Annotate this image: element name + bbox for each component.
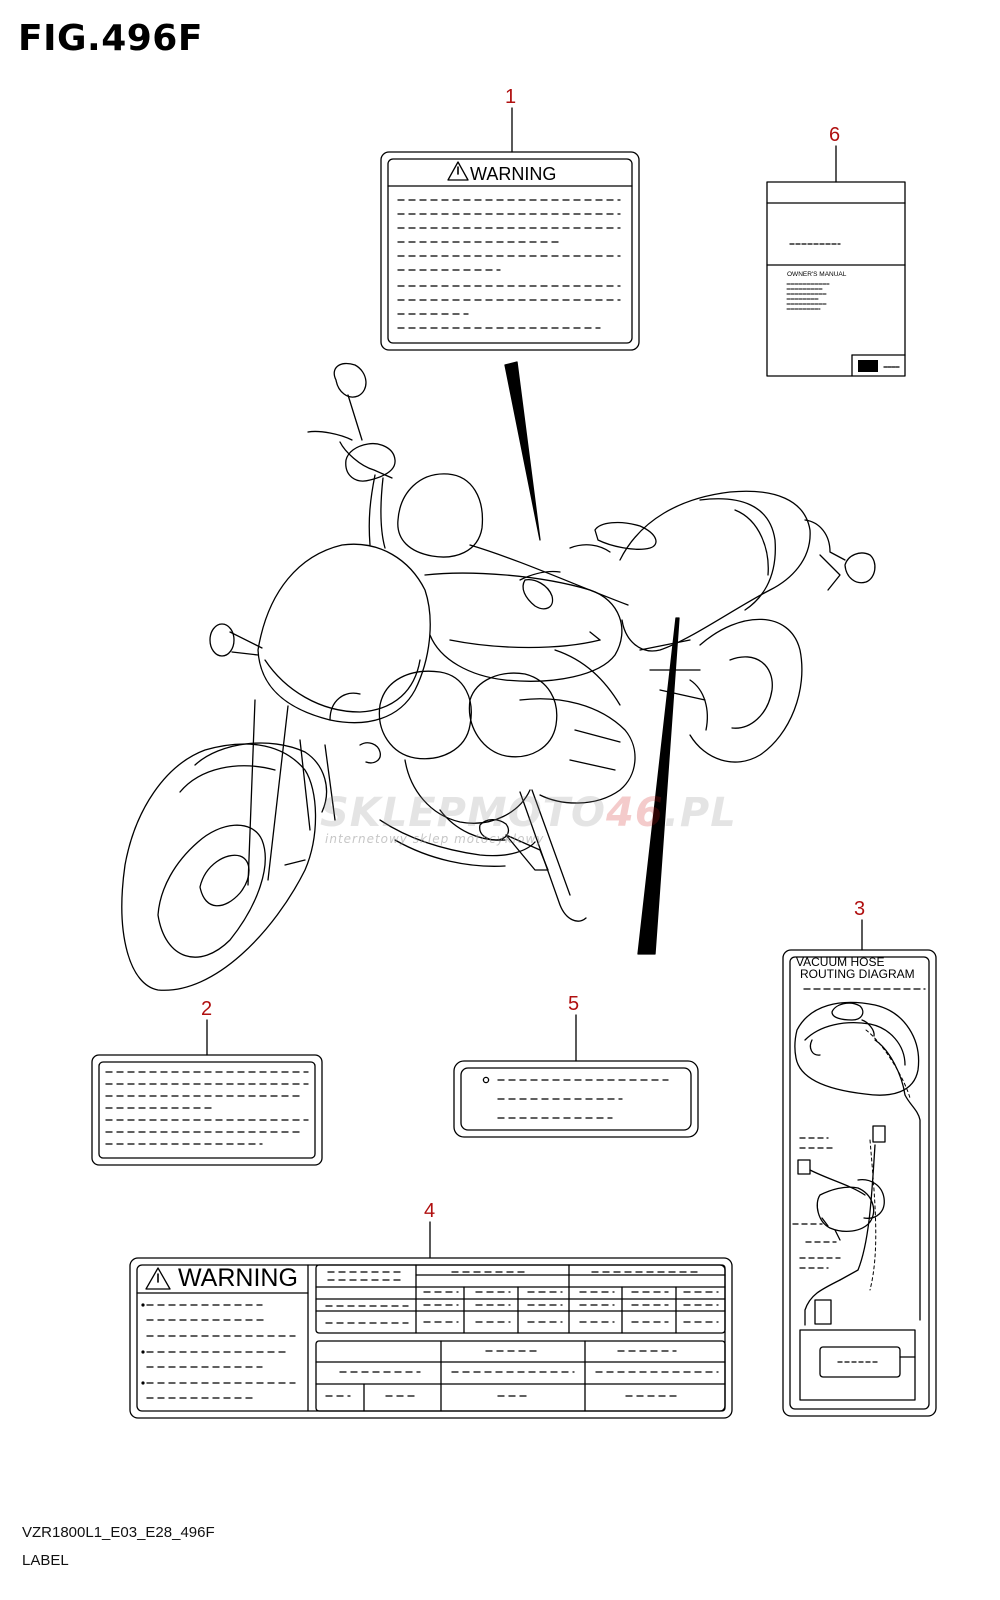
pointer-label-1 [504,361,541,541]
label-4-warning [129,1257,733,1419]
callout-2: 2 [201,998,213,1020]
label-2 [91,1054,323,1166]
label-5 [453,1060,699,1138]
label-6-owners-manual [766,181,906,377]
callout-6: 6 [829,124,841,146]
watermark: SKLEPMOTO46.PL [320,790,737,836]
label-4-warning-text: WARNING [178,1264,298,1292]
figure-code: VZR1800L1_E03_E28_496F [22,1524,215,1541]
watermark-part-a: SKLEPMOTO [320,790,607,836]
figure-title: FIG.496F [18,18,203,59]
callout-3: 3 [854,898,866,920]
callout-1: 1 [505,86,517,108]
figure-name: LABEL [22,1552,69,1569]
watermark-subtitle: internetowy sklep motocyklowy [325,832,545,846]
callout-5: 5 [568,993,580,1015]
label-1-warning [380,151,640,351]
watermark-part-c: .PL [663,790,737,836]
pointer-label-5 [637,617,680,955]
label-3-vacuum-diagram [782,949,937,1417]
vacuum-title-line2: ROUTING DIAGRAM [800,967,915,981]
owners-manual-text: OWNER'S MANUAL [787,271,847,278]
callout-4: 4 [424,1200,436,1222]
label-1-warning-text: WARNING [470,164,556,184]
vacuum-title-line1: VACUUM HOSE [796,955,884,969]
watermark-part-b: 46 [606,790,664,836]
motorcycle-outline [121,362,876,991]
